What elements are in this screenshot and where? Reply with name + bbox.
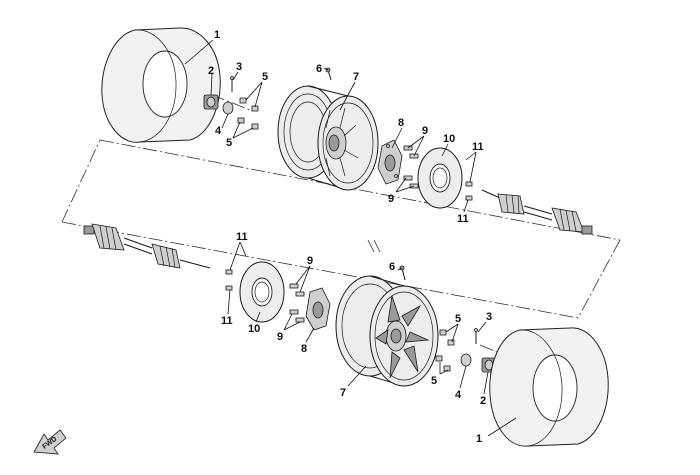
top-lug-nuts — [237, 97, 259, 130]
callout-disc-bolt-top-a: 11 — [472, 141, 484, 153]
callout-washer-bottom: 4 — [455, 389, 462, 401]
callout-hub-bottom: 8 — [301, 343, 307, 355]
callout-rim-bottom: 7 — [340, 387, 346, 399]
bottom-tire — [489, 327, 609, 447]
callout-disc-top: 10 — [443, 133, 455, 145]
callout-rim-top: 7 — [353, 71, 359, 83]
callout-valve-top: 6 — [316, 63, 322, 75]
top-wheel-assembly — [101, 27, 593, 235]
top-brake-disc — [417, 147, 473, 209]
top-drive-axle — [481, 189, 593, 235]
bottom-brake-disc — [225, 261, 285, 323]
callout-lug-nut-top-b: 5 — [226, 137, 232, 149]
callout-disc-bolt-bottom-a: 11 — [236, 231, 248, 243]
callout-bolt-bottom-b: 9 — [277, 331, 283, 343]
top-hub-nut — [203, 76, 234, 115]
leader-lines — [184, 39, 517, 437]
bottom-drive-axle — [83, 223, 211, 269]
bottom-wheel-assembly — [83, 223, 609, 447]
callout-hub-top: 8 — [398, 117, 404, 129]
callout-tire-top: 1 — [214, 29, 220, 41]
callout-bolt-top-b: 9 — [388, 193, 394, 205]
bottom-hub — [289, 283, 331, 331]
callout-washer-top: 4 — [215, 125, 222, 137]
callout-bolt-bottom-a: 9 — [307, 255, 313, 267]
callout-lug-nut-bottom-b: 5 — [431, 375, 437, 387]
callout-cotter-top: 3 — [236, 61, 242, 73]
callout-disc-bolt-top-b: 11 — [457, 213, 469, 225]
callout-disc-bottom: 10 — [248, 323, 260, 335]
callout-valve-bottom: 6 — [389, 261, 395, 273]
callout-lug-nut-top-a: 5 — [262, 71, 268, 83]
top-hub — [377, 139, 419, 189]
top-rim — [277, 67, 379, 191]
callout-lug-nut-bottom-a: 5 — [455, 313, 461, 325]
callout-labels: 1 2 3 5 4 5 6 7 8 9 9 10 11 11 11 11 10 … — [208, 29, 492, 445]
top-tire — [101, 27, 221, 143]
fwd-arrow: FWD — [33, 429, 67, 455]
callout-disc-bolt-bottom-b: 11 — [221, 315, 233, 327]
callout-cotter-bottom: 3 — [486, 311, 492, 323]
bottom-hardware — [435, 328, 497, 373]
bottom-rim — [335, 265, 439, 387]
callout-tire-bottom: 1 — [476, 433, 482, 445]
callout-hub-nut-bottom: 2 — [480, 395, 486, 407]
callout-bolt-top-a: 9 — [422, 125, 428, 137]
callout-hub-nut-top: 2 — [208, 65, 214, 77]
